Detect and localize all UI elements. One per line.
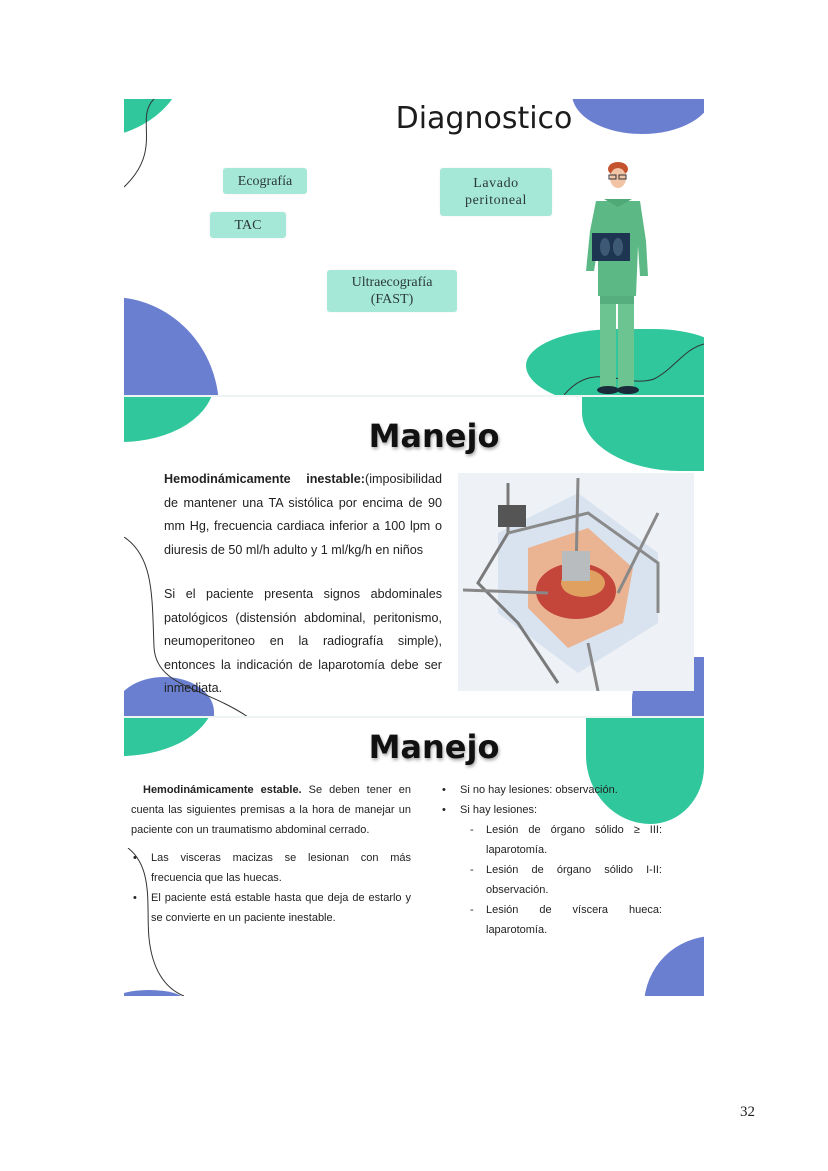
left-bullet-2: El paciente está estable hasta que deja …	[131, 888, 411, 928]
text-signos-abdominales: Si el paciente presenta signos abdominal…	[164, 587, 442, 696]
page-number: 32	[740, 1104, 755, 1120]
slide-title: Manejo	[368, 728, 500, 766]
box-ecografia: Ecografía	[223, 168, 307, 194]
decor-blue-bottom-right	[644, 936, 704, 996]
decor-curve-line	[124, 537, 249, 717]
decor-curve-line	[124, 99, 155, 188]
slide-diagnostico: Diagnostico Ecografía TAC Lavado periton…	[124, 99, 704, 395]
doctor-illustration	[586, 162, 648, 394]
slide-separator	[124, 716, 704, 718]
slide-title: Diagnostico	[395, 101, 573, 136]
box-label-line2: (FAST)	[370, 292, 414, 307]
box-tac: TAC	[210, 212, 286, 238]
paragraph-text: (imposibilidad de mantener una TA sistól…	[164, 472, 442, 557]
bold-term: Hemodinámicamente estable.	[143, 784, 302, 796]
box-lavado-peritoneal: Lavado peritoneal	[440, 168, 552, 216]
intro-text: Se deben tener en cuenta las siguientes …	[131, 784, 412, 836]
box-label-line1: Lavado	[473, 176, 519, 191]
box-label-line1: Ultraecografía	[351, 275, 433, 290]
surgery-image-graphic	[462, 477, 660, 691]
right-bullet-2: Si hay lesiones:	[440, 800, 662, 820]
box-ultraecografia-fast: Ultraecografía (FAST)	[327, 270, 457, 312]
decor-blue-bottom-left	[124, 990, 184, 996]
right-column: Si no hay lesiones: observación. Si hay …	[440, 780, 662, 940]
surgery-image	[458, 473, 694, 691]
left-bullet-1: Las visceras macizas se lesionan con más…	[131, 848, 411, 888]
slide-separator	[124, 395, 704, 397]
decor-blue-bottom-left	[124, 297, 219, 395]
text-hemodinamicamente-inestable: Hemodinámicamente inestable:(imposibilid…	[164, 468, 442, 562]
right-bullet-1: Si no hay lesiones: observación.	[440, 780, 662, 800]
box-label: TAC	[234, 217, 262, 233]
box-label: Ecografía	[237, 173, 293, 189]
slide-manejo-estable: Manejo Hemodinámicamente estable. Se deb…	[124, 718, 704, 996]
sub-item-2: Lesión de órgano sólido I-II: observació…	[462, 860, 662, 900]
sub-list: Lesión de órgano sólido ≥ III: laparotom…	[440, 820, 662, 940]
slide-manejo-inestable: Manejo Hemodinámicamente inestable:(impo…	[124, 397, 704, 717]
intro-paragraph: Hemodinámicamente estable. Se deben tene…	[131, 780, 411, 840]
sub-item-1: Lesión de órgano sólido ≥ III: laparotom…	[462, 820, 662, 860]
bold-term: Hemodinámicamente inestable:	[164, 472, 365, 486]
slide-title: Manejo	[368, 417, 500, 455]
decor-curve-line-2	[564, 343, 704, 395]
sub-item-3: Lesión de víscera hueca: laparotomía.	[462, 900, 662, 940]
left-column: Hemodinámicamente estable. Se deben tene…	[131, 780, 411, 928]
box-label-line2: peritoneal	[465, 193, 527, 208]
